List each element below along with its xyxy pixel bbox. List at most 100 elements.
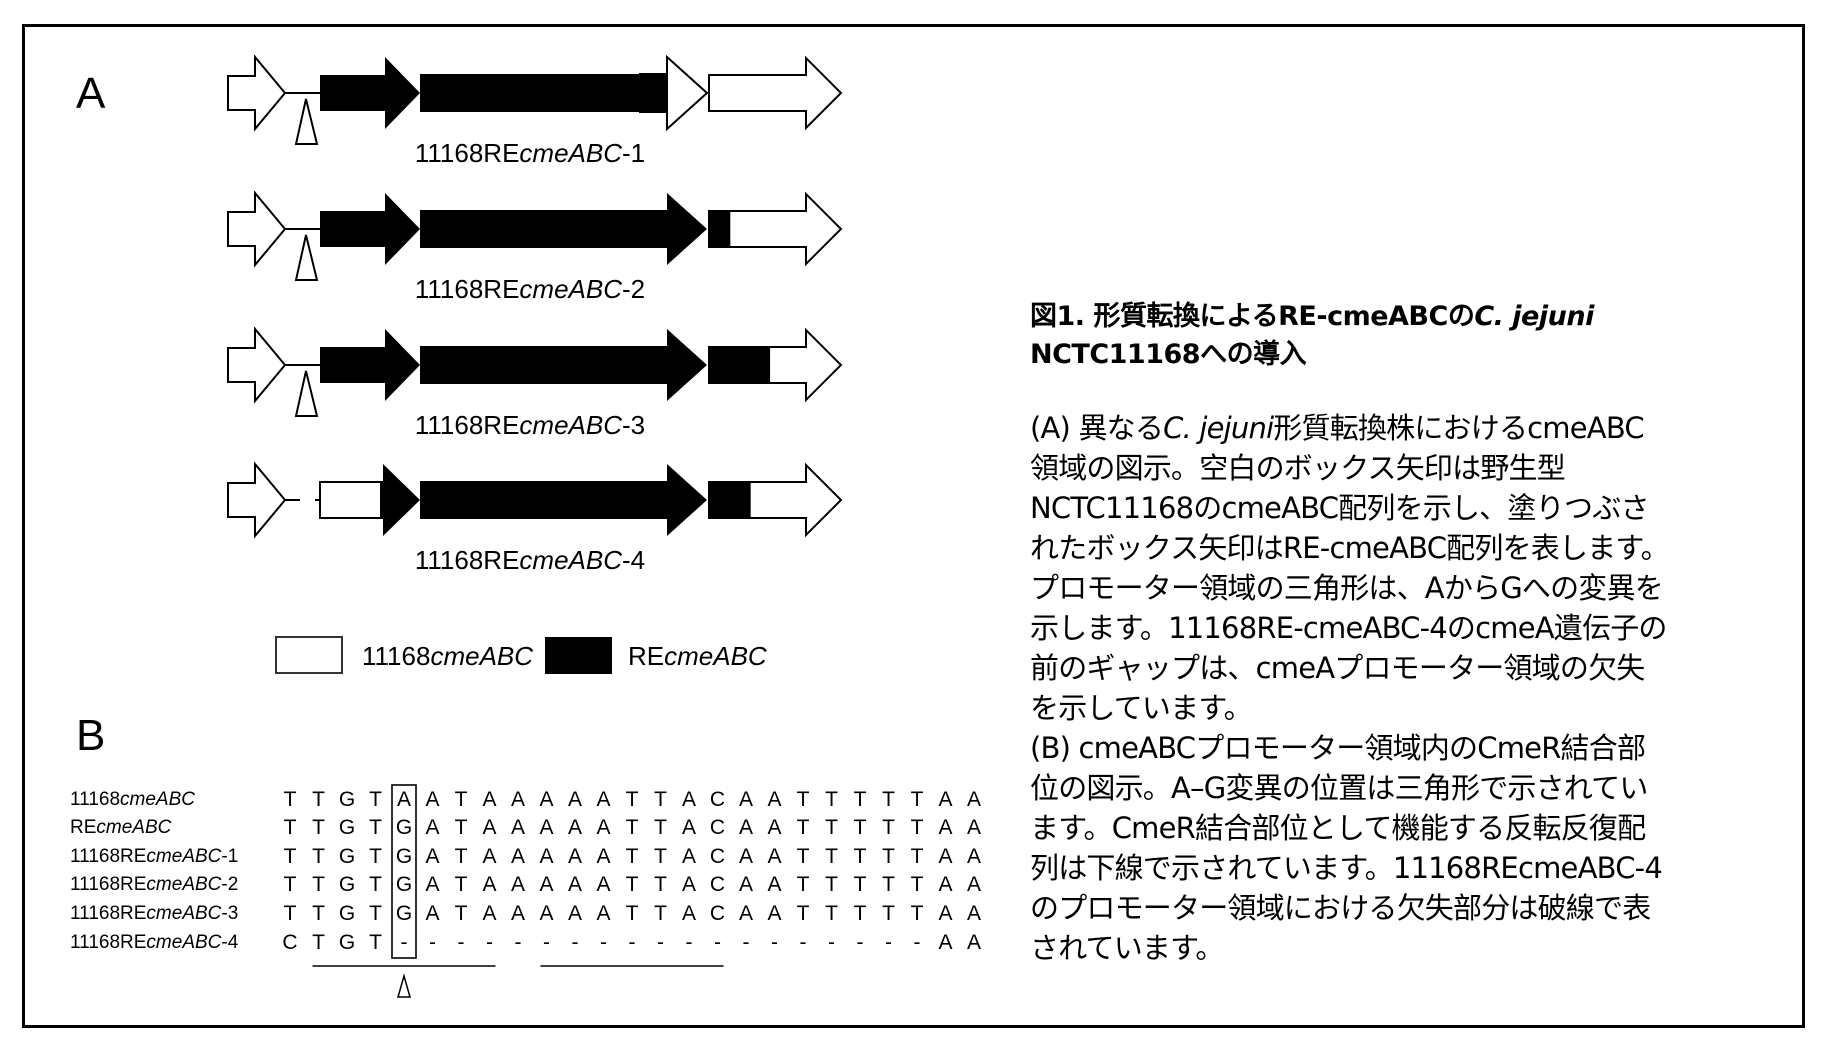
base-cell: T [626, 902, 639, 925]
base-cell: A [682, 788, 696, 811]
base-cell: T [882, 845, 895, 868]
base-cell: A [511, 816, 525, 839]
base-cell: T [654, 873, 667, 896]
base-cell: A [425, 873, 439, 896]
base-cell: A [511, 902, 525, 925]
base-cell: A [682, 873, 696, 896]
base-cell: A [511, 873, 525, 896]
base-cell: T [911, 873, 924, 896]
caption-body-line: 列は下線で示されています。11168REcmeABC-4 [1030, 848, 1790, 888]
base-cell: G [339, 816, 355, 839]
base-cell: A [938, 845, 952, 868]
sequence-name: 11168REcmeABC-3 [70, 903, 238, 924]
cmeA-wildtype-part [319, 481, 385, 519]
upstream-gene-arrow [227, 461, 287, 539]
upstream-gene-arrow [227, 54, 287, 132]
base-cell: T [455, 845, 468, 868]
base-cell: - [885, 931, 892, 954]
base-cell: T [825, 816, 838, 839]
base-cell: A [539, 845, 553, 868]
base-cell: T [854, 902, 867, 925]
caption-body-line: 前のギャップは、cmeAプロモーター領域の欠失 [1030, 648, 1790, 688]
caption-body-line: ます。CmeR結合部位として機能する反転反復配 [1030, 808, 1790, 848]
cmeB-arrow [420, 329, 707, 401]
base-cell: - [458, 931, 465, 954]
base-cell: A [767, 788, 781, 811]
base-cell: - [572, 931, 579, 954]
base-cell: A [967, 902, 981, 925]
caption-body-line: NCTC11168のcmeABC配列を示し、塗りつぶさ [1030, 488, 1790, 528]
base-cell: - [857, 931, 864, 954]
caption-title-line: NCTC11168への導入 [1030, 336, 1790, 374]
sequence-name: 11168REcmeABC-1 [70, 846, 238, 867]
caption-segment: されています。 [1030, 931, 1224, 965]
base-cell: T [654, 816, 667, 839]
caption-body-line: を示しています。 [1030, 688, 1790, 728]
mutation-highlight-box [391, 784, 417, 959]
figure-caption: 図1. 形質転換によるRE-cmeABCの C. jejuni NCTC11168へ… [1030, 298, 1790, 968]
construct-label: 11168REcmeABC-1 [415, 138, 645, 168]
base-cell: A [682, 902, 696, 925]
base-cell: - [771, 931, 778, 954]
base-cell: T [312, 788, 325, 811]
base-cell: - [828, 931, 835, 954]
base-cell: A [682, 845, 696, 868]
base-cell: T [312, 902, 325, 925]
base-cell: A [767, 873, 781, 896]
base-cell: G [339, 788, 355, 811]
base-cell: A [767, 845, 781, 868]
base-cell: A [482, 873, 496, 896]
base-cell: - [686, 931, 693, 954]
legend-swatch-re [545, 637, 612, 674]
caption-segment: C. jejuni [1163, 411, 1274, 445]
base-cell: A [511, 845, 525, 868]
construct-list: 11168REcmeABC-1 11168REcmeABC-2 11168REcme… [227, 54, 843, 575]
caption-segment: 前のギャップは、cmeAプロモーター領域の欠失 [1030, 651, 1645, 685]
base-cell: - [600, 931, 607, 954]
base-cell: G [339, 873, 355, 896]
base-cell: A [425, 902, 439, 925]
caption-segment: 図1. 形質転換によるRE-cmeABCの [1030, 301, 1475, 332]
cmeC-re-part [708, 481, 751, 519]
construct-row: 11168REcmeABC-4 [227, 461, 843, 575]
base-cell: T [626, 816, 639, 839]
panel-a-letter: A [76, 69, 106, 118]
base-cell: G [339, 845, 355, 868]
caption-segment: 形質転換株におけるcmeABC [1273, 411, 1644, 445]
base-cell: A [739, 788, 753, 811]
base-cell: T [626, 873, 639, 896]
base-cell: A [568, 873, 582, 896]
base-cell: A [739, 816, 753, 839]
cmeC-re-part [708, 210, 731, 248]
caption-segment: NCTC11168への導入 [1030, 339, 1307, 370]
upstream-gene-arrow [227, 190, 287, 268]
caption-segment: のプロモーター領域における欠失部分は破線で表 [1030, 891, 1651, 925]
base-cell: A [967, 788, 981, 811]
base-cell: T [626, 845, 639, 868]
base-cell: A [739, 845, 753, 868]
base-cell: T [284, 902, 297, 925]
caption-segment: れたボックス矢印はRE-cmeABC配列を表します。 [1030, 531, 1670, 565]
base-cell: T [825, 902, 838, 925]
base-cell: A [539, 816, 553, 839]
caption-segment: 示します。11168RE-cmeABC-4のcmeA遺伝子の [1030, 611, 1667, 645]
base-cell: T [312, 873, 325, 896]
base-cell: T [654, 902, 667, 925]
base-cell: - [515, 931, 522, 954]
construct-label: 11168REcmeABC-2 [415, 274, 645, 304]
base-cell: A [739, 873, 753, 896]
base-cell: A [397, 788, 411, 811]
base-cell: T [369, 873, 382, 896]
base-cell: - [714, 931, 721, 954]
base-cell: T [854, 845, 867, 868]
cmeB-arrow [420, 74, 668, 112]
base-cell: T [882, 788, 895, 811]
base-cell: A [938, 788, 952, 811]
base-cell: T [911, 902, 924, 925]
base-cell: A [938, 816, 952, 839]
mutation-triangle-icon [294, 234, 319, 281]
